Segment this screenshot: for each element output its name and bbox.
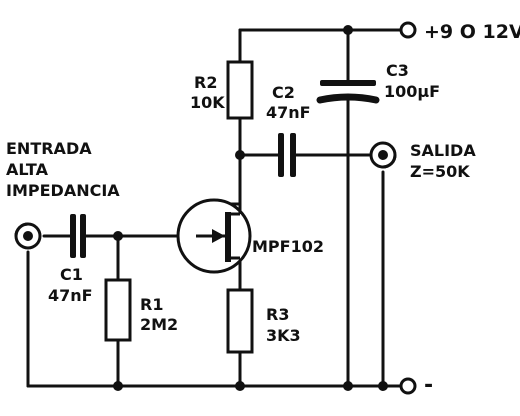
- r2-value-label: 10K: [190, 93, 225, 112]
- output-label: SALIDA: [410, 141, 476, 160]
- junction-dot: [343, 381, 353, 391]
- input-label-line3: IMPEDANCIA: [6, 181, 120, 200]
- capacitor-c3-plate-b: [316, 93, 380, 104]
- r3-value-label: 3K3: [266, 326, 301, 345]
- junction-dot: [343, 25, 353, 35]
- capacitor-c1-plate-b: [80, 214, 86, 258]
- output-jack-shield: [382, 154, 397, 169]
- input-jack-center: [23, 231, 33, 241]
- ground-terminal: [399, 377, 417, 395]
- junction-dot: [113, 381, 123, 391]
- capacitor-c1-plate-a: [70, 214, 76, 258]
- resistor-r1: [104, 278, 132, 342]
- jfet-transistor: [176, 198, 252, 274]
- c1-name-label: C1: [60, 265, 83, 284]
- c3-value-label: 100µF: [384, 82, 440, 101]
- r3-name-label: R3: [266, 305, 289, 324]
- r1-name-label: R1: [140, 295, 163, 314]
- supply-terminal: [399, 21, 417, 39]
- resistor-r3: [226, 288, 254, 354]
- junction-dot: [378, 381, 388, 391]
- junction-dot: [113, 231, 123, 241]
- capacitor-c3-plate-a: [320, 80, 376, 86]
- capacitor-c2-plate-b: [290, 133, 296, 177]
- output-impedance-label: Z=50K: [410, 162, 470, 181]
- r2-name-label: R2: [194, 73, 217, 92]
- c1-value-label: 47nF: [48, 286, 93, 305]
- junction-dot: [235, 150, 245, 160]
- r1-value-label: 2M2: [140, 315, 178, 334]
- resistor-r2: [226, 60, 254, 120]
- transistor-label: MPF102: [252, 237, 324, 256]
- output-jack-center: [378, 150, 388, 160]
- input-label-line2: ALTA: [6, 160, 49, 179]
- c3-name-label: C3: [386, 61, 409, 80]
- junction-dot: [235, 381, 245, 391]
- ground-label: -: [424, 373, 433, 398]
- input-label-line1: ENTRADA: [6, 139, 92, 158]
- capacitor-c2-plate-a: [278, 133, 284, 177]
- c2-value-label: 47nF: [266, 103, 311, 122]
- c2-name-label: C2: [272, 83, 295, 102]
- input-jack-shield: [14, 222, 29, 237]
- supply-label: +9 O 12V: [424, 21, 520, 43]
